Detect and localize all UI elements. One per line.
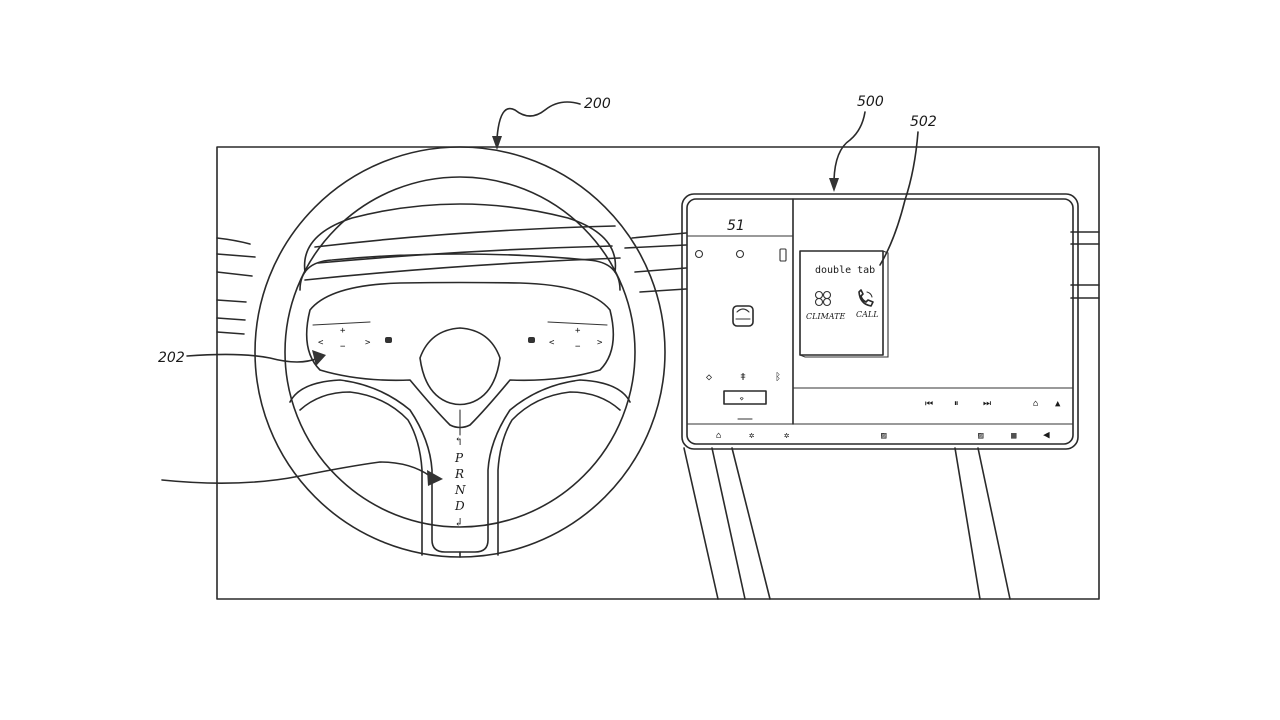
wifi-button[interactable] — [723, 390, 767, 405]
speed-readout: 51 — [727, 218, 745, 234]
gear-selector[interactable]: ↰ P R N D ↲ — [454, 435, 466, 529]
svg-text:>: > — [365, 338, 371, 348]
svg-text:+: + — [575, 326, 581, 336]
phone-icon[interactable] — [858, 289, 874, 307]
ref-label-500: 500 — [857, 94, 884, 110]
gear-up-icon: ↰ — [454, 435, 463, 448]
heat-dock-icon: ▨ — [881, 431, 887, 441]
bluetooth-icon: ᛒ — [775, 372, 781, 383]
reference-202: 202 — [158, 350, 326, 366]
gear-down-icon: ↲ — [454, 516, 463, 529]
svg-text:<: < — [549, 338, 555, 348]
car-icon — [732, 305, 754, 327]
gear-letter-p: P — [454, 451, 464, 465]
rear-heat-dock-icon: ▨ — [978, 431, 984, 441]
ref-label-202: 202 — [158, 350, 185, 366]
reference-500: 500 — [829, 94, 884, 192]
svg-text:<: < — [318, 338, 324, 348]
reference-200: 200 — [492, 96, 611, 150]
left-panel-icons: ◇ ǂ ᛒ ⌔ — [694, 248, 787, 420]
ref-label-200: 200 — [584, 96, 611, 112]
fan-icon[interactable] — [814, 290, 832, 307]
center-display — [681, 193, 1079, 450]
fan-dock-icon: ▦ — [1011, 431, 1017, 441]
gear-letter-d: D — [454, 499, 465, 513]
climate-label[interactable]: CLIMATE — [806, 312, 845, 321]
gear-letter-n: N — [454, 483, 466, 497]
app-icon-b: ▲ — [1055, 399, 1061, 409]
left-wheel-controls[interactable]: < + − > — [312, 321, 392, 352]
car-dock-icon: ⌂ — [716, 431, 721, 441]
previous-track-icon: ⏮ — [925, 399, 933, 409]
svg-text:−: − — [340, 342, 346, 352]
pause-icon: ⏸ — [954, 399, 959, 409]
svg-text:>: > — [597, 338, 603, 348]
right-wheel-controls[interactable]: < + − > — [528, 321, 608, 352]
svg-text:+: + — [340, 326, 346, 336]
popup-menu[interactable]: double tab CLIMATE CALL — [799, 250, 889, 358]
volume-icon: ◀ — [1043, 428, 1050, 441]
gear-letter-r: R — [454, 467, 464, 481]
app-icon-a: ⌂ — [1033, 399, 1038, 409]
bottom-dock[interactable]: ⌂ ✲ ✲ ▨ ▨ ▦ ◀ — [716, 428, 1050, 441]
media-controls[interactable]: ⏮ ⏸ ⏭ ⌂ ▲ — [925, 399, 1061, 409]
next-track-icon: ⏭ — [983, 399, 991, 409]
seat-dock-icon: ✲ — [784, 431, 789, 441]
diamond-icon: ◇ — [706, 372, 712, 383]
dashboard-lines — [216, 225, 1100, 600]
gear-selector-leader — [161, 461, 443, 486]
figure-frame — [216, 146, 1100, 600]
wifi-icon: ⌔ — [739, 395, 744, 405]
call-label[interactable]: CALL — [856, 310, 879, 319]
settings-dock-icon: ✲ — [749, 431, 754, 441]
svg-text:−: − — [575, 342, 581, 352]
mic-icon: ǂ — [740, 372, 746, 383]
reference-502: 502 — [879, 114, 937, 266]
popup-title: double tab — [815, 265, 875, 276]
ref-label-502: 502 — [910, 114, 937, 130]
steering-wheel — [254, 146, 666, 558]
